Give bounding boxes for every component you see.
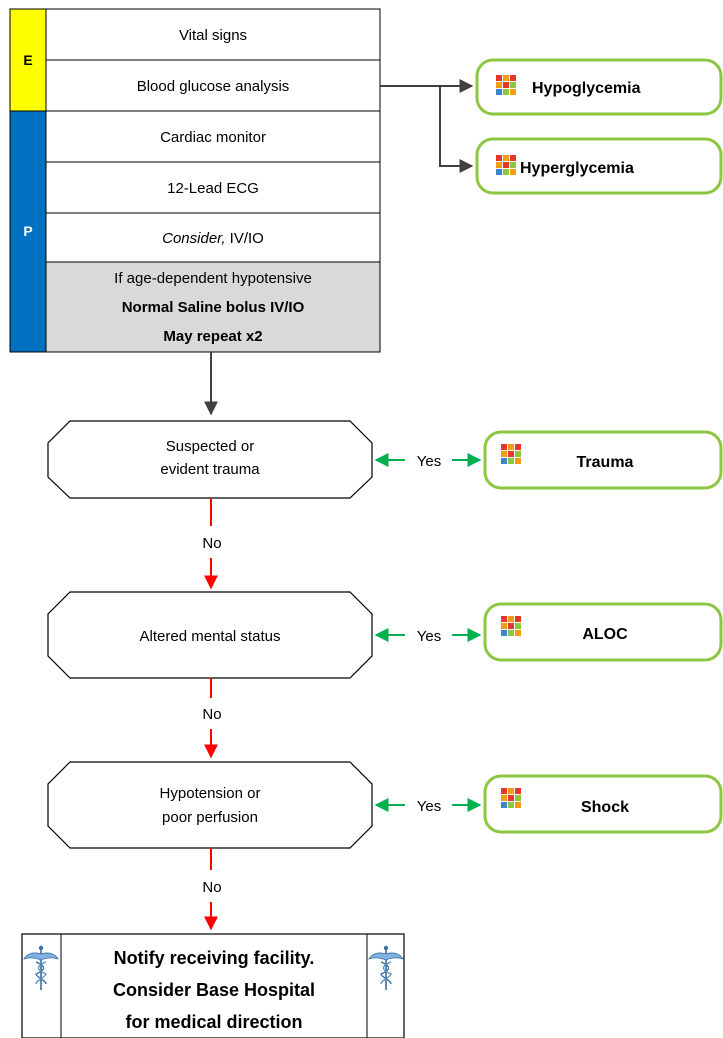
decision-shock-line-1: Hypotension or [160, 785, 261, 802]
final-line-3: for medical direction [125, 1012, 302, 1032]
decision-shock: Hypotension or poor perfusion [47, 761, 373, 849]
row-cardiac-monitor-text: Cardiac monitor [160, 129, 266, 146]
decision-trauma-line-2: evident trauma [160, 461, 260, 478]
iv-io-label: IV/IO [230, 230, 264, 247]
row-blood-glucose [45, 59, 381, 112]
no-connector-shock: No [202, 848, 222, 931]
yes-connector-trauma: Yes [374, 453, 482, 470]
aloc-label: ALOC [582, 626, 628, 643]
section-e-bar [9, 8, 47, 112]
section-p-letter: P [23, 223, 32, 239]
decision-trauma-line-1: Suspected or [166, 438, 254, 455]
decision-aloc-line-1: Altered mental status [140, 628, 281, 645]
final-box: Notify receiving facility. Consider Base… [21, 933, 405, 1038]
decision-shock-line-2: poor perfusion [162, 809, 258, 826]
shock-label: Shock [581, 799, 629, 816]
yes-label-aloc: Yes [417, 628, 441, 645]
row-vital-signs [45, 8, 381, 61]
yes-connector-shock: Yes [374, 798, 482, 815]
saline-line-1: If age-dependent hypotensive [114, 270, 312, 287]
protocol-box: E P Vital signs Blood glucose analysis C… [9, 8, 381, 353]
grid-icon [496, 155, 516, 175]
section-e-letter: E [23, 52, 32, 68]
caduceus-icon [368, 945, 404, 990]
trauma-label: Trauma [577, 454, 634, 471]
no-label-aloc: No [202, 706, 221, 723]
final-line-2: Consider Base Hospital [113, 980, 315, 1000]
yes-connector-aloc: Yes [374, 628, 482, 645]
row-saline-bolus [45, 261, 381, 353]
grid-icon [496, 75, 516, 95]
final-line-1: Notify receiving facility. [114, 948, 315, 968]
aloc-link[interactable]: ALOC [483, 602, 723, 662]
trauma-link[interactable]: Trauma [483, 430, 723, 490]
grid-icon [501, 444, 521, 464]
caduceus-icon [23, 945, 59, 990]
decision-aloc: Altered mental status [47, 591, 373, 679]
hypoglycemia-label: Hypoglycemia [532, 80, 641, 97]
no-label-trauma: No [202, 535, 221, 552]
saline-line-2: Normal Saline bolus IV/IO [122, 299, 305, 316]
hyperglycemia-link[interactable]: Hyperglycemia [475, 137, 723, 195]
shock-link[interactable]: Shock [483, 774, 723, 834]
no-connector-trauma: No [202, 498, 222, 590]
grid-icon [501, 788, 521, 808]
row-12-lead-ecg-text: 12-Lead ECG [167, 180, 259, 197]
no-connector-aloc: No [202, 678, 222, 759]
saline-line-3: May repeat x2 [163, 328, 262, 345]
row-12-lead-ecg [45, 161, 381, 214]
hyperglycemia-label: Hyperglycemia [520, 160, 634, 177]
consider-prefix: Consider, [162, 230, 225, 247]
glucose-arrows [380, 79, 474, 173]
section-p-bar [9, 110, 47, 353]
row-vital-signs-text: Vital signs [179, 27, 247, 44]
row-blood-glucose-text: Blood glucose analysis [137, 78, 290, 95]
row-cardiac-monitor [45, 110, 381, 163]
yes-label-trauma: Yes [417, 453, 441, 470]
decision-trauma: Suspected or evident trauma [47, 420, 373, 499]
no-label-shock: No [202, 879, 221, 896]
hypoglycemia-link[interactable]: Hypoglycemia [475, 58, 723, 116]
grid-icon [501, 616, 521, 636]
yes-label-shock: Yes [417, 798, 441, 815]
row-iv-io-text: Consider, IV/IO [162, 230, 264, 247]
